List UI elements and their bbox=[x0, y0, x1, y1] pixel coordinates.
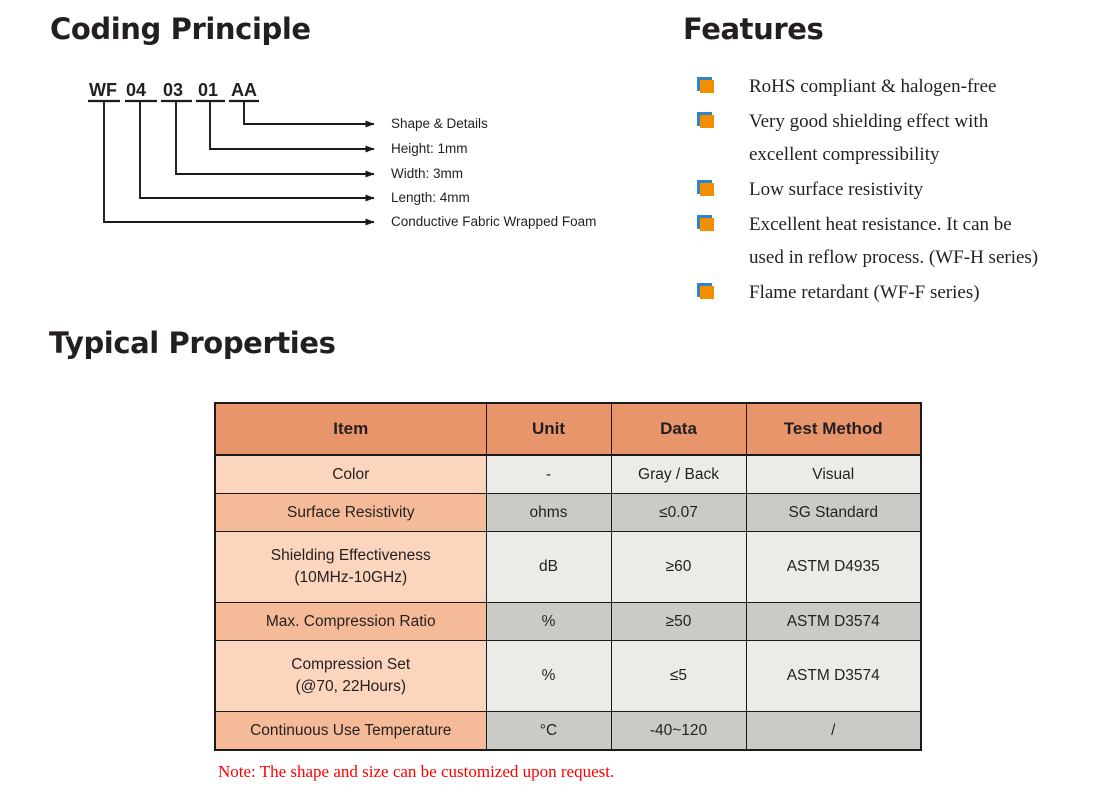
orange-square-bullet-icon bbox=[697, 180, 714, 196]
orange-square-bullet-icon bbox=[697, 77, 714, 93]
cell-data: ≥60 bbox=[610, 531, 747, 603]
cell-test-method: / bbox=[745, 711, 922, 751]
features-list: RoHS compliant & halogen-free Very good … bbox=[697, 70, 1112, 311]
cell-unit: dB bbox=[485, 531, 612, 603]
list-item: Flame retardant (WF-F series) bbox=[697, 276, 1112, 309]
table-note: Note: The shape and size can be customiz… bbox=[218, 762, 615, 781]
feature-line: Flame retardant (WF-F series) bbox=[749, 282, 980, 303]
list-item: Very good shielding effect with excellen… bbox=[697, 105, 1112, 171]
cell-line: Compression Set bbox=[291, 656, 411, 673]
cell-line: (10MHz-10GHz) bbox=[294, 569, 408, 586]
leader-label-length: Length: 4mm bbox=[391, 190, 470, 205]
bullet-cell bbox=[697, 208, 749, 231]
feature-text: Flame retardant (WF-F series) bbox=[749, 276, 980, 309]
bullet-cell bbox=[697, 70, 749, 93]
coding-principle-diagram: WF 04 03 01 AA Sh bbox=[0, 0, 680, 250]
cell-data: ≥50 bbox=[610, 602, 747, 641]
cell-unit: ohms bbox=[485, 493, 612, 532]
cell-data: Gray / Back bbox=[610, 454, 747, 494]
leader-label-material: Conductive Fabric Wrapped Foam bbox=[391, 214, 596, 229]
cell-item: Color bbox=[214, 454, 487, 494]
list-item: Excellent heat resistance. It can be use… bbox=[697, 208, 1112, 274]
table-row: Compression Set (@70, 22Hours) % ≤5 ASTM… bbox=[214, 640, 922, 712]
cell-test-method: ASTM D3574 bbox=[745, 640, 922, 712]
feature-line: excellent compressibility bbox=[749, 144, 940, 165]
feature-line: used in reflow process. (WF-H series) bbox=[749, 247, 1039, 268]
orange-square-bullet-icon bbox=[697, 215, 714, 231]
cell-item: Surface Resistivity bbox=[214, 493, 487, 532]
feature-line: Excellent heat resistance. It can be bbox=[749, 214, 1012, 235]
leader-labels: Shape & Details Height: 1mm Width: 3mm L… bbox=[391, 116, 596, 229]
table-row: Surface Resistivity ohms ≤0.07 SG Standa… bbox=[214, 493, 922, 532]
feature-text: Low surface resistivity bbox=[749, 173, 923, 206]
bullet-cell bbox=[697, 276, 749, 299]
feature-line: Low surface resistivity bbox=[749, 179, 924, 200]
page-title-coding-principle: Coding Principle bbox=[50, 12, 311, 46]
table-row: Shielding Effectiveness (10MHz-10GHz) dB… bbox=[214, 531, 922, 603]
cell-unit: - bbox=[485, 454, 612, 494]
cell-item: Compression Set (@70, 22Hours) bbox=[214, 640, 487, 712]
orange-square-bullet-icon bbox=[697, 112, 714, 128]
cell-data: ≤0.07 bbox=[610, 493, 747, 532]
cell-data: -40~120 bbox=[610, 711, 747, 751]
page-title-features: Features bbox=[683, 12, 824, 46]
cell-test-method: ASTM D3574 bbox=[745, 602, 922, 641]
column-header-item: Item bbox=[214, 402, 487, 456]
leader-label-shape-details: Shape & Details bbox=[391, 116, 488, 131]
code-segments: WF 04 03 01 AA bbox=[89, 80, 257, 100]
bullet-cell bbox=[697, 173, 749, 196]
list-item: Low surface resistivity bbox=[697, 173, 1112, 206]
column-header-test-method: Test Method bbox=[745, 402, 922, 456]
cell-unit: % bbox=[485, 602, 612, 641]
table-row: Max. Compression Ratio % ≥50 ASTM D3574 bbox=[214, 602, 922, 641]
list-item: RoHS compliant & halogen-free bbox=[697, 70, 1112, 103]
cell-item: Max. Compression Ratio bbox=[214, 602, 487, 641]
cell-test-method: ASTM D4935 bbox=[745, 531, 922, 603]
feature-text: Excellent heat resistance. It can be use… bbox=[749, 208, 1038, 274]
feature-line: Very good shielding effect with bbox=[749, 111, 989, 132]
code-segment-0: WF bbox=[89, 80, 117, 100]
leader-label-height: Height: 1mm bbox=[391, 141, 468, 156]
column-header-unit: Unit bbox=[485, 402, 612, 456]
feature-line: RoHS compliant & halogen-free bbox=[749, 76, 997, 97]
leader-lines bbox=[103, 101, 375, 226]
leader-label-width: Width: 3mm bbox=[391, 166, 463, 181]
code-segment-4: AA bbox=[231, 80, 257, 100]
table-row: Continuous Use Temperature °C -40~120 / bbox=[214, 711, 922, 751]
code-segment-1: 04 bbox=[126, 80, 146, 100]
feature-text: Very good shielding effect with excellen… bbox=[749, 105, 988, 171]
cell-unit: % bbox=[485, 640, 612, 712]
bullet-cell bbox=[697, 105, 749, 128]
cell-item: Continuous Use Temperature bbox=[214, 711, 487, 751]
orange-square-bullet-icon bbox=[697, 283, 714, 299]
cell-line: (@70, 22Hours) bbox=[295, 678, 407, 695]
table-header-row: Item Unit Data Test Method bbox=[214, 402, 922, 456]
cell-item: Shielding Effectiveness (10MHz-10GHz) bbox=[214, 531, 487, 603]
cell-line: Shielding Effectiveness bbox=[270, 547, 431, 564]
page-title-typical-properties: Typical Properties bbox=[49, 326, 336, 360]
cell-data: ≤5 bbox=[610, 640, 747, 712]
code-segment-3: 01 bbox=[198, 80, 218, 100]
cell-test-method: SG Standard bbox=[745, 493, 922, 532]
table-row: Color - Gray / Back Visual bbox=[214, 454, 922, 494]
column-header-data: Data bbox=[610, 402, 747, 456]
code-segment-2: 03 bbox=[163, 80, 183, 100]
cell-unit: °C bbox=[485, 711, 612, 751]
cell-test-method: Visual bbox=[745, 454, 922, 494]
typical-properties-table: Item Unit Data Test Method Color - Gray … bbox=[214, 402, 922, 751]
feature-text: RoHS compliant & halogen-free bbox=[749, 70, 996, 103]
